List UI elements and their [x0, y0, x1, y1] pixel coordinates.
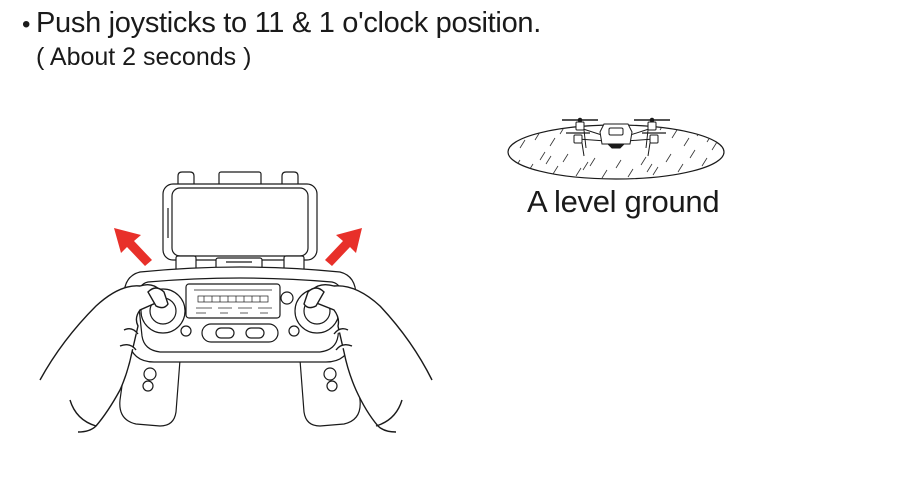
ground-ellipse	[507, 124, 725, 180]
bottom-button-bar	[201, 323, 279, 343]
ground-hatching	[514, 125, 718, 179]
instruction-line: •Push joysticks to 11 & 1 o'clock positi…	[22, 6, 541, 42]
ground-caption: A level ground	[527, 184, 720, 219]
hands-icon	[39, 283, 433, 433]
direction-arrow-icon	[114, 228, 362, 266]
remote-controller-icon	[119, 171, 361, 427]
left-arrow	[114, 228, 152, 266]
lcd-segments	[194, 289, 272, 314]
duration-note: ( About 2 seconds )	[36, 43, 252, 71]
bullet: •	[22, 11, 31, 38]
instruction-text: Push joysticks to 11 & 1 o'clock positio…	[36, 7, 541, 39]
phone-screen	[171, 187, 309, 257]
drone-icon	[562, 117, 670, 157]
lcd-display	[185, 283, 281, 319]
right-arrow	[325, 228, 362, 266]
